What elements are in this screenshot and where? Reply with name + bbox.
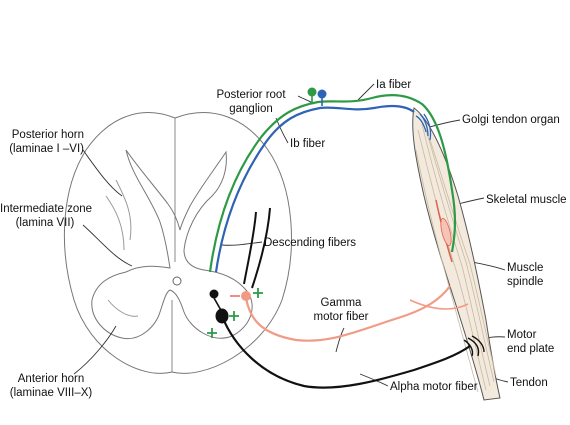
intermediate-zone-label-line2: (lamina VII) (15, 217, 75, 229)
ia-fiber-label: Ia fiber (376, 79, 412, 91)
leader-lines (73, 83, 509, 387)
motor-end-plate-label-line1: Motor (507, 329, 537, 341)
muscle-spindle-label-line2: spindle (507, 276, 544, 288)
tendon-label: Tendon (510, 377, 548, 389)
descending-fibers-label: Descending fibers (264, 237, 357, 249)
posterior-root-ganglion-label-line1: Posterior root (216, 89, 286, 101)
motor-end-plate (463, 335, 485, 357)
intermediate-zone-label: Intermediate zone (lamina VII) (0, 202, 93, 230)
golgi-tendon-organ (415, 113, 432, 141)
posterior-horn-label-line2: (laminae I –VI) (9, 143, 84, 155)
ib-fiber-label: Ib fiber (290, 138, 326, 150)
excitatory-synapse-markers (207, 288, 263, 338)
ia-fiber-path (208, 94, 457, 273)
golgi-tendon-organ-label: Golgi tendon organ (462, 114, 560, 126)
anterior-horn-label-line1: Anterior horn (17, 373, 85, 385)
anterior-horn-label: Anterior horn (laminae VIII–X) (6, 372, 96, 400)
intermediate-zone-label-line1: Intermediate zone (0, 203, 93, 215)
posterior-horn-label-line1: Posterior horn (11, 129, 84, 141)
spinal-cord-cross-section (63, 112, 292, 374)
gamma-motor-fiber-label-line1: Gamma (320, 297, 362, 309)
descending-fibers (243, 207, 271, 289)
posterior-horn-label: Posterior horn (laminae I –VI) (4, 128, 84, 156)
posterior-root-ganglion-label-line2: ganglion (229, 103, 273, 115)
gamma-motor-fiber-label-line2: motor fiber (313, 311, 369, 323)
muscle-spindle-label: Muscle spindle (507, 261, 543, 289)
motor-end-plate-label-line2: end plate (507, 343, 555, 355)
motor-end-plate-label: Motor end plate (507, 328, 554, 356)
gamma-motor-fiber-path (244, 285, 451, 342)
skeletal-muscle-label: Skeletal muscle (486, 194, 567, 206)
muscle-spindle-label-line1: Muscle (507, 262, 544, 274)
skeletal-muscle-body (412, 107, 501, 401)
gamma-motor-fiber-label: Gamma motor fiber (306, 296, 376, 324)
skeletal-muscle (412, 107, 501, 401)
alpha-motor-fiber-label: Alpha motor fiber (390, 381, 478, 393)
posterior-root-ganglion (307, 87, 327, 106)
anterior-horn-label-line2: (laminae VIII–X) (9, 387, 93, 399)
alpha-motor-fiber-path (220, 315, 471, 389)
ib-fiber-path (214, 104, 415, 273)
posterior-root-ganglion-label: Posterior root ganglion (206, 88, 296, 116)
